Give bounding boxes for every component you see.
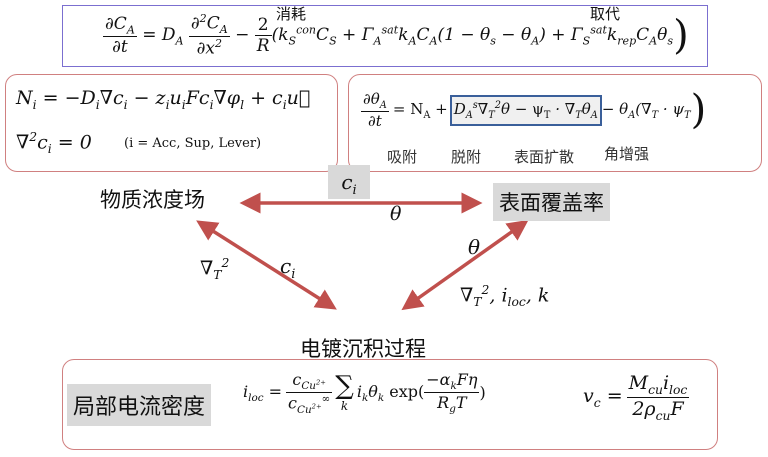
nernst-planck-equation: Ni = −Di∇ci − ziuiFci∇φl + ciu⃗ xyxy=(16,87,311,112)
edge-label-nabla-left: ∇T2 xyxy=(200,256,230,283)
edge-label-theta-right: θ xyxy=(468,235,481,259)
surface-coverage-equation: ∂θA∂t = NA + DAs∇T2θ − ψT · ∇TθA − θA(∇T… xyxy=(361,87,707,133)
edge-label-theta-top: θ xyxy=(390,203,402,225)
coverage-equation-box: ∂θA∂t = NA + DAs∇T2θ − ψT · ∇TθA − θA(∇T… xyxy=(348,74,762,172)
node-surface-coverage: 表面覆盖率 xyxy=(493,183,610,221)
arrow-coverage-plating xyxy=(401,219,529,311)
annotation-replace: 取代 xyxy=(590,5,621,23)
annotation-angle-enhance: 角增强 xyxy=(604,145,650,163)
annotation-consume: 消耗 xyxy=(276,5,307,23)
node-concentration-field: 物质浓度场 xyxy=(100,188,205,212)
annotation-adsorb: 吸附 xyxy=(387,148,418,166)
local-current-density-label: 局部电流密度 xyxy=(67,384,212,426)
annotation-desorb: 脱附 xyxy=(451,148,482,166)
surface-diffusion-term: DAs∇T2θ − ψT · ∇TθA xyxy=(449,94,602,126)
species-note: (i = Acc, Sup, Lever) xyxy=(124,136,262,151)
edge-label-ci-top: ci xyxy=(328,165,370,199)
arrow-concentration-plating xyxy=(196,220,337,310)
node-electroplating: 电镀沉积过程 xyxy=(300,337,426,361)
flux-equation-box: Ni = −Di∇ci − ziuiFci∇φl + ciu⃗ ∇2ci = 0… xyxy=(5,74,338,172)
annotation-surface-diffusion: 表面扩散 xyxy=(514,148,575,166)
current-density-box: 局部电流密度 iloc = cCu2+cCu2+∞ ∑k ikθk exp( −… xyxy=(62,359,718,450)
edge-label-vars-right: ∇T2, iloc, k xyxy=(460,283,550,310)
laplace-equation: ∇2ci = 0 xyxy=(16,130,92,157)
edge-label-ci-left: ci xyxy=(280,254,296,282)
